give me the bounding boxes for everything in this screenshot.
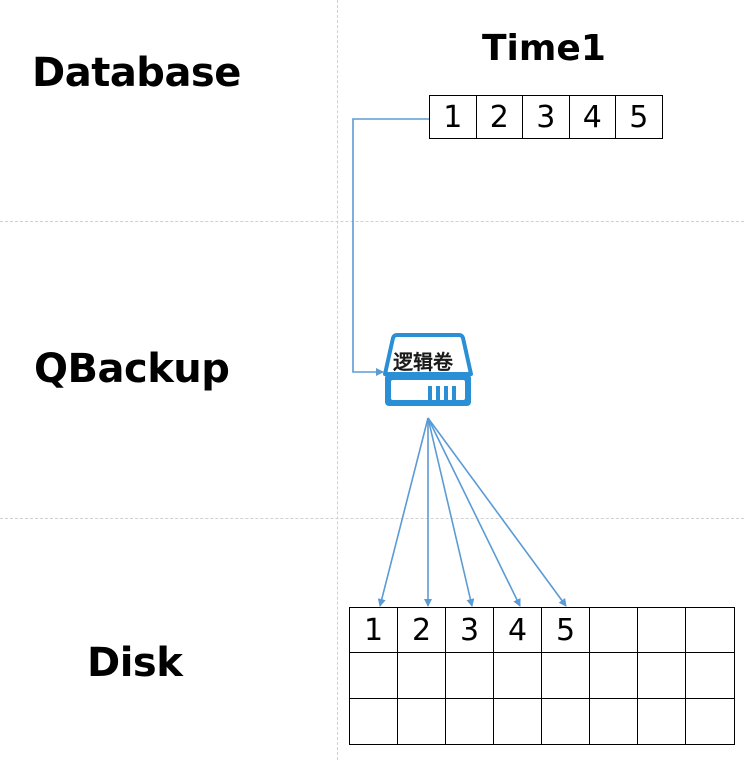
disk-cell [350,653,398,699]
volume-to-disk-arrow-1 [377,417,429,607]
database-block: 1 2 3 4 5 [429,95,663,139]
disk-cell [590,698,638,744]
storage-drive-icon [383,333,473,406]
volume-label: 逻辑卷 [393,350,453,374]
disk-cell [638,698,686,744]
disk-cell [494,698,542,744]
disk-cell [686,653,734,699]
divider-qbackup-disk [0,518,744,519]
disk-cell [638,608,686,654]
disk-cell [350,698,398,744]
database-cell: 2 [477,96,523,138]
disk-cell: 1 [350,608,398,654]
disk-grid: 1 2 3 4 5 [349,607,735,745]
row-label-database: Database [32,50,241,96]
volume-to-disk-arrow-5 [427,417,567,607]
disk-cell [590,653,638,699]
disk-cell [542,698,590,744]
disk-cell [686,608,734,654]
database-cell: 5 [629,99,649,135]
volume-to-disk-arrow-3 [427,417,475,607]
database-cell: 3 [523,96,570,138]
logical-volume: 逻辑卷 [383,332,473,410]
disk-cell [398,653,446,699]
database-to-volume-connector [352,118,429,376]
time-title: Time1 [482,28,606,69]
disk-cell: 2 [398,608,446,654]
disk-cell [638,653,686,699]
divider-vertical [337,0,338,760]
database-cell: 1 [430,96,477,138]
disk-cell [398,698,446,744]
row-label-qbackup: QBackup [34,346,230,392]
disk-cell [686,699,734,744]
disk-cell: 4 [494,608,542,654]
database-cell: 4 [570,96,616,138]
disk-cell [542,653,590,699]
volume-to-disk-arrow-4 [427,417,521,607]
disk-cell: 5 [542,608,590,654]
disk-cell [590,608,638,654]
divider-database-qbackup [0,221,744,222]
disk-cell [446,653,494,699]
disk-cell [494,653,542,699]
row-label-disk: Disk [87,640,183,686]
disk-cell: 3 [446,608,494,654]
disk-cell [446,698,494,744]
